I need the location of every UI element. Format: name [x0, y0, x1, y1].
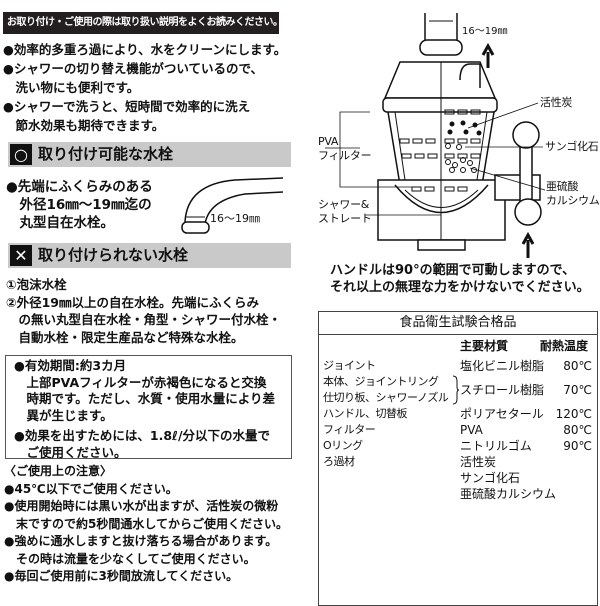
desc-line: ●先端にふくらみのある [6, 179, 153, 195]
validity-line: 時期です。ただし、水質・使用水量により差 [14, 391, 276, 406]
validity-line: 異が生じます。 [14, 407, 113, 423]
material-cell: PVA [460, 423, 483, 437]
label-line: カルシウム [546, 194, 600, 207]
label-coral-fossil: サンゴ化石 [545, 140, 599, 153]
handle-caption: ハンドルは90°の範囲で可動しますので、 それ以上の無理な力をかけないでください… [330, 262, 590, 296]
caution-line: ●45℃以下でご使用ください。 [4, 481, 178, 496]
label-line: PVA [318, 135, 339, 148]
heat-cell: 70℃ [563, 383, 592, 397]
compatible-desc: ●先端にふくらみのある 外径16㎜～19㎜迄の 丸型自在水栓。 [6, 178, 153, 232]
usage-notice-banner: お取り付け・ご使用の際は取り扱い説明をよくお読みください。 [3, 12, 283, 34]
diagram-dimension: 16～19㎜ [462, 26, 508, 37]
material-cell: スチロール樹脂 [460, 383, 545, 397]
validity-box [5, 355, 292, 459]
section-title: 取り付けられない水栓 [38, 246, 189, 264]
handle-knob [512, 121, 540, 149]
table-row: ニトリルゴム 90℃ [460, 438, 592, 454]
label-activated-carbon: 活性炭 [540, 96, 573, 109]
validity-line: ご使用ください。 [14, 444, 127, 460]
parts-column: ジョイント 本体、ジョイントリング 仕切り板、シャワーノズル ハンドル、切替板 … [323, 358, 449, 470]
compatible-faucet-header: ○ 取り付け可能な水栓 [8, 142, 291, 167]
material-cell: ニトリルゴム [460, 439, 532, 453]
label-line: シャワー& [318, 198, 370, 211]
validity-line: 上部PVAフィルターが赤褐色になると交換 [14, 374, 267, 390]
cross-icon: ✕ [10, 245, 32, 266]
material-cell: サンゴ化石 [460, 471, 521, 485]
cautions: 〈ご使用上の注意〉 ●45℃以下でご使用ください。 ●使用開始時には黒い水が出ま… [4, 463, 288, 586]
feature-line: ●効率的多重ろ過により、水をクリーンにします。 [3, 42, 287, 57]
column-header-heat: 耐熱温度 [540, 339, 589, 353]
brace [452, 375, 460, 405]
part-cell: 本体、ジョイントリング [323, 375, 439, 388]
part-cell: Oリング [323, 439, 363, 452]
list-line: ①泡沫水栓 [6, 277, 67, 292]
label-line: ストレート [318, 212, 372, 225]
label-line: フィルター [318, 149, 372, 162]
feature-list: ●効率的多重ろ過により、水をクリーンにします。 ●シャワーの切り替え機能がついて… [3, 40, 286, 135]
incompatible-faucet-header: ✕ 取り付けられない水栓 [8, 243, 291, 268]
feature-line: ●シャワーで洗うと、短時間で効率的に洗え [3, 99, 251, 114]
material-cell: ポリアセタール [460, 407, 544, 421]
label-line: 亜硫酸 [546, 180, 579, 193]
caution-line: ●使用開始時には黒い水が出ますが、活性炭の微粉 [4, 499, 279, 513]
arrow-up-icon [521, 231, 535, 258]
list-line: の無い丸型自在水栓・角型・シャワー付水栓・ [6, 312, 282, 327]
caution-line: 末ですので約5秒間通水してからご使用ください。 [4, 516, 288, 531]
filter-diagram [325, 13, 546, 258]
list-line: 自動水栓・限定生産品など特殊な水栓。 [6, 329, 244, 345]
material-rows: 塩化ビニル樹脂 80℃ スチロール樹脂 70℃ ポリアセタール 120℃ PVA 80℃… [460, 358, 592, 502]
validity-text: ●有効期間:約3カ月 上部PVAフィルターが赤褐色になると交換 時期です。ただし… [14, 358, 275, 461]
arrow-up-icon [481, 42, 495, 68]
faucet-illustration [181, 177, 284, 234]
heat-cell: 90℃ [563, 439, 592, 453]
validity-line: ●有効期間:約3カ月 [14, 358, 127, 373]
cautions-title: 〈ご使用上の注意〉 [4, 464, 113, 478]
material-cell: 塩化ビニル樹脂 [460, 359, 545, 373]
caption-line: ハンドルは90°の範囲で可動しますので、 [330, 263, 576, 278]
desc-line: 外径16㎜～19㎜迄の [6, 197, 152, 213]
feature-line: 節水効果も期待できます。 [3, 118, 165, 133]
table-row: スチロール樹脂 70℃ [460, 382, 592, 398]
desc-line: 丸型自在水栓。 [6, 215, 114, 231]
circle-icon: ○ [10, 144, 32, 165]
part-cell: ジョイント [323, 359, 376, 372]
part-cell: ハンドル、切替板 [323, 407, 408, 420]
material-cell: 活性炭 [460, 455, 497, 469]
section-title: 取り付け可能な水栓 [38, 145, 174, 163]
faucet-dimension: 16～19㎜ [210, 212, 260, 225]
table-title: 食品衛生試験合格品 [319, 312, 597, 335]
list-line: ②外径19㎜以上の自在水栓。先端にふくらみ [6, 294, 259, 310]
part-cell: ろ過材 [323, 455, 355, 468]
heat-cell: 80℃ [563, 359, 592, 373]
caution-line: ●強めに通水しますと抜け落ちる場合があります。 [4, 534, 278, 548]
heat-cell: 80℃ [563, 423, 592, 437]
table-row: 塩化ビニル樹脂 80℃ [460, 358, 592, 374]
column-header-material: 主要材質 [460, 339, 509, 353]
incompatible-list: ①泡沫水栓 ②外径19㎜以上の自在水栓。先端にふくらみ の無い丸型自在水栓・角型… [6, 276, 281, 346]
validity-line: ●効果を出すためには、1.8ℓ/分以下の水量で [14, 428, 271, 443]
table-row: PVA 80℃ [460, 422, 592, 438]
heat-cell: 120℃ [555, 407, 592, 421]
part-cell: フィルター [323, 423, 376, 436]
feature-line: 洗い物にも便利です。 [3, 80, 140, 95]
caution-line: その時は流量を少なくしてご使用ください。 [4, 551, 256, 566]
feature-line: ●シャワーの切り替え機能がついているので、 [3, 61, 264, 76]
caution-line: ●毎回ご使用前に3秒間放流してください。 [4, 569, 239, 583]
material-cell: 亜硫酸カルシウム [460, 487, 557, 501]
label-calcium-sulfite: 亜硫酸カルシウム [546, 180, 600, 208]
part-cell: 仕切り板、シャワーノズル [323, 391, 449, 404]
caption-line: それ以上の無理な力をかけないでください。 [330, 280, 590, 295]
label-shower-straight: シャワー&ストレート [318, 198, 372, 226]
table-row: ポリアセタール 120℃ [460, 406, 592, 422]
